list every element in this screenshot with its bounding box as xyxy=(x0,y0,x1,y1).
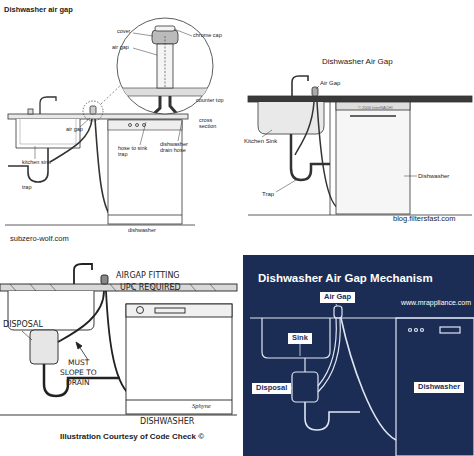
detail-link xyxy=(101,84,122,104)
chrome-cap xyxy=(155,26,175,31)
part-label: chrome cap xyxy=(193,33,222,39)
part-label: Dishwasher xyxy=(418,173,449,179)
kick-plate xyxy=(126,400,232,401)
panel-title: Dishwasher Air Gap Mechanism xyxy=(258,272,433,285)
arrow-head xyxy=(76,342,82,349)
sink-trap xyxy=(44,364,120,396)
slope-arrow xyxy=(79,346,88,360)
hose-to-trap xyxy=(295,102,314,155)
part-label: Kitchen Sink xyxy=(244,138,277,144)
air-gap-fitting xyxy=(312,87,318,96)
label-box: Sink xyxy=(288,333,312,344)
kick-plate xyxy=(108,215,182,216)
air-gap-fitting xyxy=(90,106,96,114)
leader-line xyxy=(178,121,182,141)
mechanism-panel: Dishwasher Air Gap Mechanism www.mrapplia… xyxy=(243,255,474,456)
button xyxy=(129,124,132,127)
box-text: Air Gap xyxy=(324,293,351,302)
source-credit: subzero-wolf.com xyxy=(10,235,69,243)
kitchen-sink xyxy=(16,119,80,148)
signature: Sphyne xyxy=(192,403,211,410)
callout-text: SLOPE TO xyxy=(60,369,97,377)
part-label: cover xyxy=(117,29,130,35)
control-dial xyxy=(137,307,144,314)
counter-top xyxy=(0,284,237,291)
part-label: hose to sink trap xyxy=(118,146,150,158)
leader-line xyxy=(133,33,153,36)
part-label: Air Gap xyxy=(320,80,340,86)
label-box: Disposal xyxy=(252,383,291,394)
dishwasher-body xyxy=(108,120,182,224)
panel-title: Dishwasher air gap xyxy=(4,6,73,14)
hose-to-trap xyxy=(50,119,92,162)
callout-text: MUST xyxy=(68,359,89,367)
faucet xyxy=(40,97,56,114)
cabinet-wall xyxy=(330,102,331,215)
panel-three-art xyxy=(0,264,237,415)
source-credit: Illustration Courtesy of Code Check © xyxy=(60,433,204,441)
leader-line xyxy=(404,176,417,177)
part-label: DISHWASHER xyxy=(140,418,194,426)
faucet xyxy=(74,264,92,284)
copyright-note: © 2006 InterNACHI xyxy=(358,106,393,110)
leader-line xyxy=(140,122,146,145)
callout-text: AIRGAP FITTING xyxy=(116,272,180,280)
leader-line xyxy=(262,130,272,137)
part-label: dishwasher xyxy=(128,228,156,234)
air-passage xyxy=(165,36,166,88)
faucet-handle xyxy=(28,109,33,114)
box-text: Sink xyxy=(292,334,308,343)
counter-top xyxy=(8,114,188,119)
display xyxy=(155,308,185,313)
panel-title: Dishwasher Air Gap xyxy=(322,58,393,66)
part-label: cross section xyxy=(199,118,225,130)
part-label: kitchen sink xyxy=(22,160,51,166)
part-label: Trap xyxy=(262,191,274,197)
source-credit: www.mrappliance.com xyxy=(401,299,471,307)
leader-line xyxy=(133,48,157,55)
drain-hose xyxy=(170,96,184,122)
leader-line xyxy=(35,146,36,159)
hose-to-disposal xyxy=(58,291,104,342)
counter-section xyxy=(110,88,220,96)
button xyxy=(136,124,139,127)
callout-text: DRAIN xyxy=(66,379,90,387)
counter-hatch xyxy=(10,284,216,291)
detail-marker xyxy=(83,101,103,121)
box-text: Dishwasher xyxy=(418,383,460,392)
leader-line xyxy=(80,118,90,127)
counter-top xyxy=(248,96,472,102)
label-box: Dishwasher xyxy=(414,382,464,393)
floor-line xyxy=(5,225,195,226)
panel-one-art xyxy=(5,18,220,225)
callout-text: UPC REQUIRED xyxy=(120,284,181,292)
box-text: Disposal xyxy=(256,384,287,393)
dishwasher-body xyxy=(336,102,410,214)
part-label: air gap xyxy=(112,45,129,51)
panel-two-art xyxy=(248,76,472,215)
leader-line xyxy=(276,180,296,192)
part-label: dishwasher drain hose xyxy=(160,142,196,154)
leader-line xyxy=(22,331,32,340)
faucet xyxy=(292,76,308,96)
control-panel xyxy=(126,304,232,317)
source-credit: blog.filtersfast.com xyxy=(393,215,456,223)
part-label: air gap xyxy=(66,127,83,133)
disposal-unit xyxy=(30,330,58,364)
leader-line xyxy=(174,29,192,36)
hose-to-trap xyxy=(143,96,160,124)
part-label: DISPOSAL xyxy=(3,321,43,329)
part-label: counter top xyxy=(196,98,224,104)
leader-line xyxy=(316,86,319,89)
dishwasher-body xyxy=(126,304,232,414)
floor-line xyxy=(0,415,237,416)
air-gap-fitting xyxy=(101,275,108,284)
part-label: trap xyxy=(22,185,31,191)
door-handle xyxy=(350,115,396,117)
control-panel xyxy=(336,102,410,110)
label-box: Air Gap xyxy=(320,292,355,303)
drain-hose xyxy=(317,102,338,208)
